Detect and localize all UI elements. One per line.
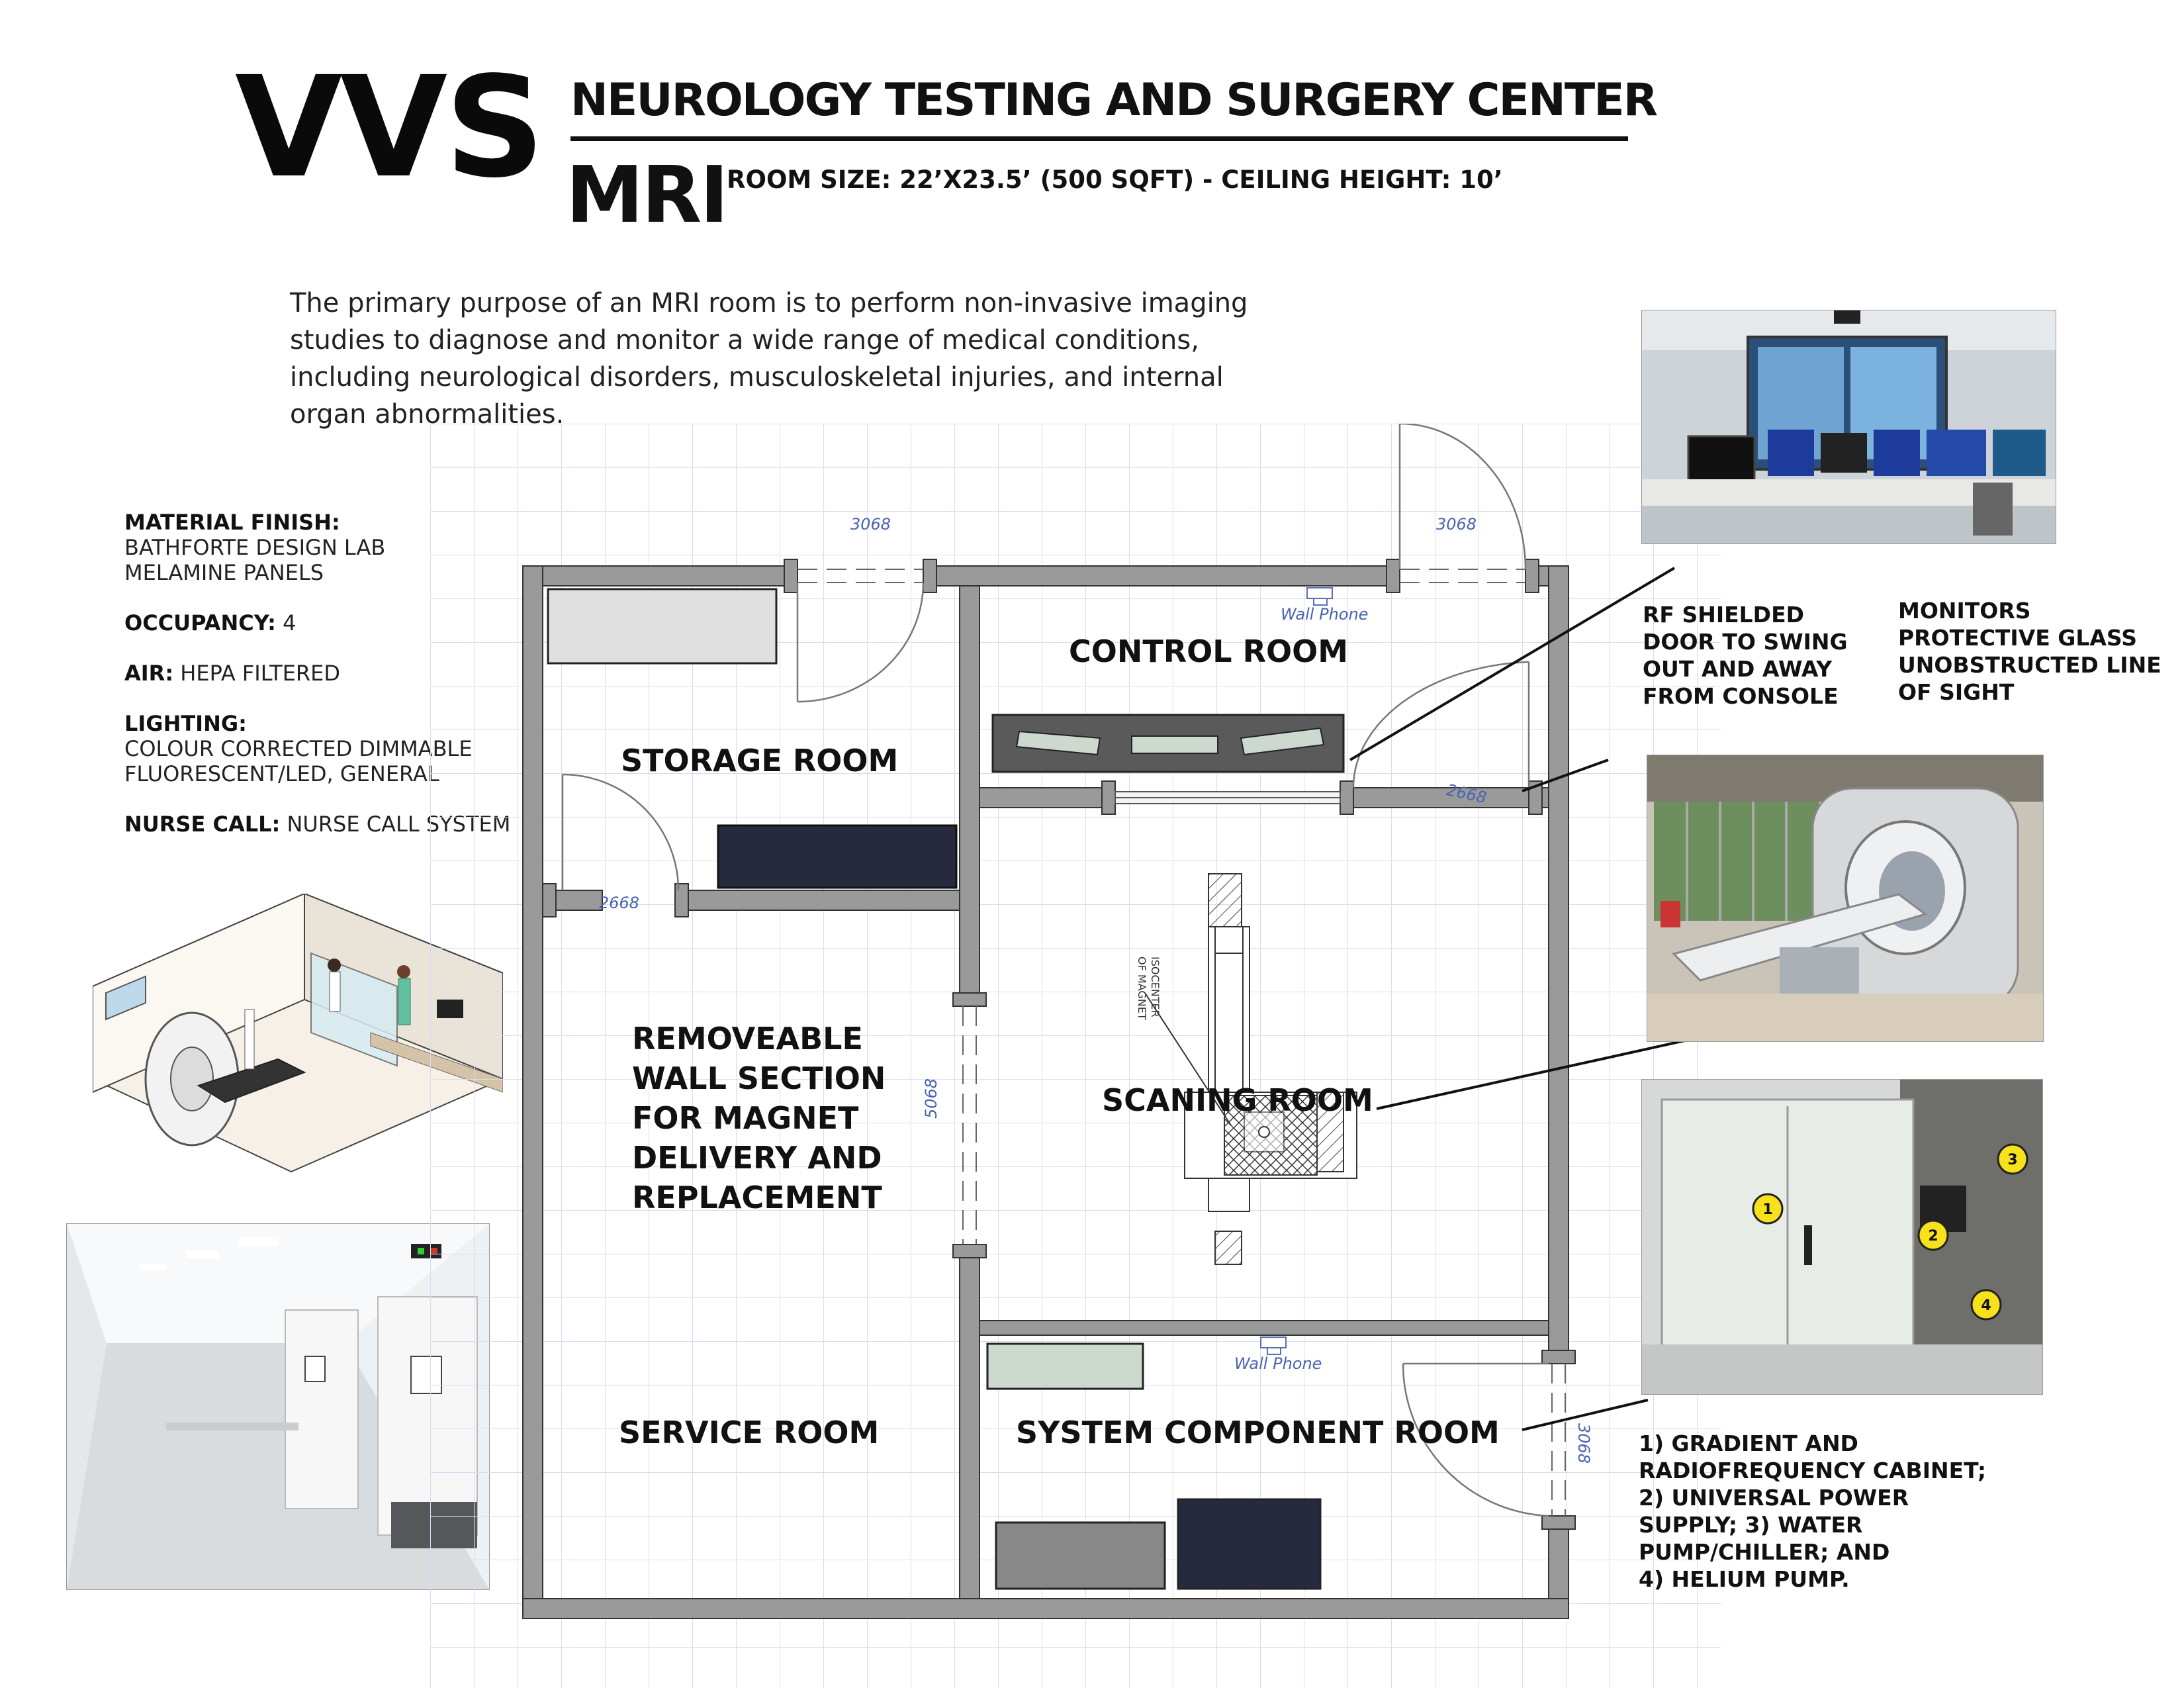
room-label-storage: STORAGE ROOM (621, 743, 898, 778)
room-label-control: CONTROL ROOM (1069, 633, 1348, 669)
room-name: MRI (566, 149, 729, 240)
corridor-photo (66, 1223, 490, 1590)
spec-occupancy-label: OCCUPANCY: (124, 610, 276, 635)
spec-material-label: MATERIAL FINISH: (124, 510, 340, 535)
spec-material-line2: MELAMINE PANELS (124, 560, 324, 585)
note-cabinet-1: 1) GRADIENT AND (1639, 1430, 1858, 1456)
note-cabinet-4: SUPPLY; 3) WATER (1639, 1512, 1863, 1538)
wall-phone-icon (1260, 587, 1333, 1355)
outer-walls (522, 565, 1569, 1619)
spec-occupancy: OCCUPANCY: 4 (124, 610, 510, 635)
spec-occupancy-value: 4 (275, 610, 296, 635)
room-label-removable-2: WALL SECTION (632, 1060, 886, 1096)
spec-lighting-line1: COLOUR CORRECTED DIMMABLE (124, 736, 473, 761)
storage-shelf (547, 588, 778, 665)
room-size: ROOM SIZE: 22’X23.5’ (500 SQFT) - CEILIN… (727, 165, 1503, 194)
spec-air-label: AIR: (124, 661, 174, 686)
note-cabinet-2: RADIOFREQUENCY CABINET; (1639, 1458, 1987, 1483)
console-monitor-right (1240, 727, 1325, 756)
room-label-scanning: SCANING ROOM (1102, 1082, 1373, 1118)
room-label-removable-4: DELIVERY AND (632, 1140, 882, 1176)
room-label-removable-1: REMOVEABLE (632, 1021, 863, 1056)
marker-1: 1 (1762, 1201, 1772, 1218)
wall-phone-label-b: Wall Phone (1234, 1354, 1322, 1373)
door-frames (542, 559, 1576, 1530)
note-monitors-3: UNOBSTRUCTED LINE (1898, 652, 2161, 678)
room-label-service: SERVICE ROOM (619, 1415, 879, 1450)
mri-magnet-schematic (1144, 873, 1357, 1265)
storage-cabinet (717, 824, 958, 889)
marker-2: 2 (1928, 1228, 1938, 1244)
note-cabinet-6: 4) HELIUM PUMP. (1639, 1566, 1850, 1592)
spec-lighting-line2: FLUORESCENT/LED, GENERAL (124, 761, 439, 786)
specs-list: MATERIAL FINISH: BATHFORTE DESIGN LAB ME… (124, 510, 510, 862)
door-swings (561, 424, 1549, 1517)
door-tag-2668-storage: 2668 (599, 894, 639, 912)
room-label-system-component: SYSTEM COMPONENT ROOM (1016, 1415, 1500, 1450)
note-rf-door-3: OUT AND AWAY (1643, 656, 1833, 682)
note-monitors: MONITORS PROTECTIVE GLASS UNOBSTRUCTED L… (1898, 597, 2161, 706)
isocenter-text-2: OF MAGNET (1136, 957, 1148, 1020)
leader-lines (1349, 567, 1692, 1431)
note-cabinet-5: PUMP/CHILLER; AND (1639, 1539, 1890, 1565)
note-cabinet: 1) GRADIENT AND RADIOFREQUENCY CABINET; … (1639, 1430, 1986, 1593)
spec-lighting-label: LIGHTING: (124, 711, 247, 736)
spec-material-line1: BATHFORTE DESIGN LAB (124, 535, 386, 560)
room-label-removable-3: FOR MAGNET (632, 1100, 859, 1136)
console-monitor-left (1015, 730, 1101, 756)
cabinet-markers (1752, 1143, 2028, 1321)
note-rf-door-1: RF SHIELDED (1643, 602, 1805, 628)
logo: VVS (235, 46, 545, 209)
isocenter-label: ISOCENTER OF MAGNET (1136, 957, 1161, 1020)
window-glass (1115, 791, 1341, 804)
note-rf-door-4: FROM CONSOLE (1643, 683, 1839, 709)
description: The primary purpose of an MRI room is to… (290, 288, 1248, 430)
note-cabinet-3: 2) UNIVERSAL POWER (1639, 1485, 1909, 1511)
door-tag-5068: 5068 (922, 1078, 940, 1119)
console-monitor-center (1131, 735, 1218, 754)
component-unit-green (986, 1342, 1144, 1390)
center-title: NEUROLOGY TESTING AND SURGERY CENTER (570, 74, 1658, 126)
door-tag-3068-system: 3068 (1574, 1423, 1593, 1464)
note-rf-door: RF SHIELDED DOOR TO SWING OUT AND AWAY F… (1643, 601, 1848, 710)
note-monitors-4: OF SIGHT (1898, 679, 2015, 705)
spec-air: AIR: HEPA FILTERED (124, 661, 510, 686)
spec-air-value: HEPA FILTERED (173, 661, 340, 686)
spec-material: MATERIAL FINISH: BATHFORTE DESIGN LAB ME… (124, 510, 510, 585)
cabinet-photo: 1 2 3 4 (1641, 1079, 2043, 1395)
spec-nurse-call: NURSE CALL: NURSE CALL SYSTEM (124, 812, 510, 837)
opening-lines (797, 569, 1566, 1516)
marker-3: 3 (2007, 1152, 2017, 1168)
door-tag-3068-storage: 3068 (850, 515, 891, 534)
marker-4: 4 (1981, 1297, 1991, 1314)
control-room-photo (1641, 310, 2056, 544)
component-unit-grey (995, 1521, 1166, 1590)
door-tag-3068-control: 3068 (1436, 515, 1477, 534)
component-unit-navy (1177, 1498, 1322, 1590)
scanner-photo (1647, 755, 2044, 1042)
title-rule (570, 136, 1628, 141)
spec-nurse-label: NURSE CALL: (124, 812, 281, 837)
note-monitors-2: PROTECTIVE GLASS (1898, 625, 2137, 651)
note-monitors-1: MONITORS (1898, 598, 2031, 624)
floor-plan: ISOCENTER OF MAGNET Wall Phone Wall Phon… (430, 424, 1721, 1688)
room-label-removable-5: REPLACEMENT (632, 1180, 882, 1215)
spec-lighting: LIGHTING: COLOUR CORRECTED DIMMABLE FLUO… (124, 711, 510, 786)
wall-phone-label-a: Wall Phone (1281, 605, 1368, 624)
note-rf-door-2: DOOR TO SWING (1643, 629, 1848, 655)
isocenter-text-1: ISOCENTER (1149, 957, 1161, 1017)
